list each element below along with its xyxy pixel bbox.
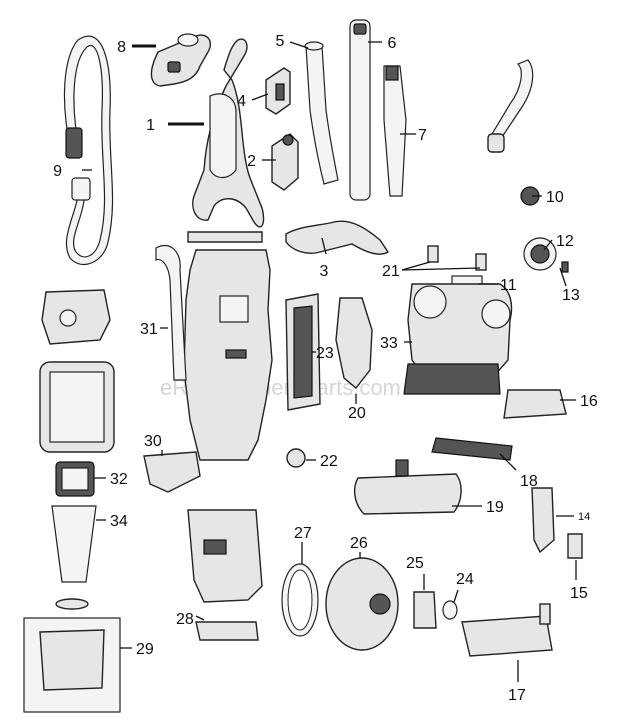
part-31-tube xyxy=(155,244,187,381)
callout-18: 18 xyxy=(520,473,538,490)
part-13-screw xyxy=(561,261,569,273)
part-1-handle-frame xyxy=(187,38,265,243)
part-19-nozzle xyxy=(353,459,462,515)
part-33-base-housing xyxy=(403,283,513,395)
part-14-latch xyxy=(531,487,555,554)
canister-top xyxy=(41,289,111,345)
part-12-wheel xyxy=(523,237,557,271)
part-23-filter xyxy=(285,293,321,411)
callout-6: 6 xyxy=(388,35,397,52)
callout-labels: 1 2 3 4 5 6 7 8 9 10 11 12 13 14 15 16 1… xyxy=(53,33,598,704)
callout-26: 26 xyxy=(350,535,368,552)
callout-22: 22 xyxy=(320,453,338,470)
leader-lines xyxy=(82,41,577,682)
callout-27: 27 xyxy=(294,525,312,542)
callout-7: 7 xyxy=(418,127,427,144)
part-3-duct xyxy=(285,220,389,255)
callout-8: 8 xyxy=(117,39,126,56)
motor-housing xyxy=(187,509,263,603)
part-20-bracket xyxy=(335,297,373,390)
part-18-brushroll xyxy=(431,437,513,461)
callout-34: 34 xyxy=(110,513,128,530)
callout-28: 28 xyxy=(176,611,194,628)
callout-31: 31 xyxy=(140,321,158,338)
part-17-base-plate xyxy=(461,603,553,657)
part-28-trim xyxy=(195,621,259,641)
part-25-bracket xyxy=(413,591,437,629)
callout-3: 3 xyxy=(320,263,329,280)
part-8-tool xyxy=(150,33,212,87)
part-32-filter xyxy=(55,461,95,497)
callout-19: 19 xyxy=(486,499,504,516)
part-27-ring xyxy=(281,563,319,637)
canister-body xyxy=(39,361,115,453)
callout-9: 9 xyxy=(53,163,62,180)
callout-14: 14 xyxy=(578,511,590,523)
part-22-small xyxy=(286,448,306,468)
callout-17: 17 xyxy=(508,687,526,704)
callout-25: 25 xyxy=(406,555,424,572)
part-34-cone xyxy=(51,505,97,610)
callout-12: 12 xyxy=(556,233,574,250)
callout-2: 2 xyxy=(247,153,256,170)
part-24-washer xyxy=(442,600,458,620)
part-4-bracket xyxy=(265,67,291,115)
part-15-catch xyxy=(567,533,583,559)
callout-20: 20 xyxy=(348,405,366,422)
part-extension-hose xyxy=(487,59,534,153)
callout-10: 10 xyxy=(546,189,564,206)
part-9-hose xyxy=(63,35,114,265)
callout-33: 33 xyxy=(380,335,398,352)
part-30-tray xyxy=(143,451,201,493)
part-2-clip xyxy=(271,133,299,191)
callout-4: 4 xyxy=(237,93,246,110)
part-6-wand xyxy=(349,19,371,201)
main-body xyxy=(183,249,273,461)
part-16-cover xyxy=(503,389,567,419)
callout-21: 21 xyxy=(382,263,400,280)
part-7-crevice-tool xyxy=(383,65,407,197)
callout-16: 16 xyxy=(580,393,598,410)
callout-15: 15 xyxy=(570,585,588,602)
callout-13: 13 xyxy=(562,287,580,304)
callout-24: 24 xyxy=(456,571,474,588)
part-21-clips xyxy=(427,245,487,271)
part-26-motor xyxy=(325,557,399,651)
callout-5: 5 xyxy=(276,33,285,50)
part-29-cup xyxy=(23,617,121,713)
callout-23: 23 xyxy=(316,345,334,362)
callout-1: 1 xyxy=(146,117,155,134)
callout-29: 29 xyxy=(136,641,154,658)
part-5-tube xyxy=(304,41,339,185)
callout-32: 32 xyxy=(110,471,128,488)
callout-11: 11 xyxy=(500,277,517,294)
callout-30: 30 xyxy=(144,433,162,450)
